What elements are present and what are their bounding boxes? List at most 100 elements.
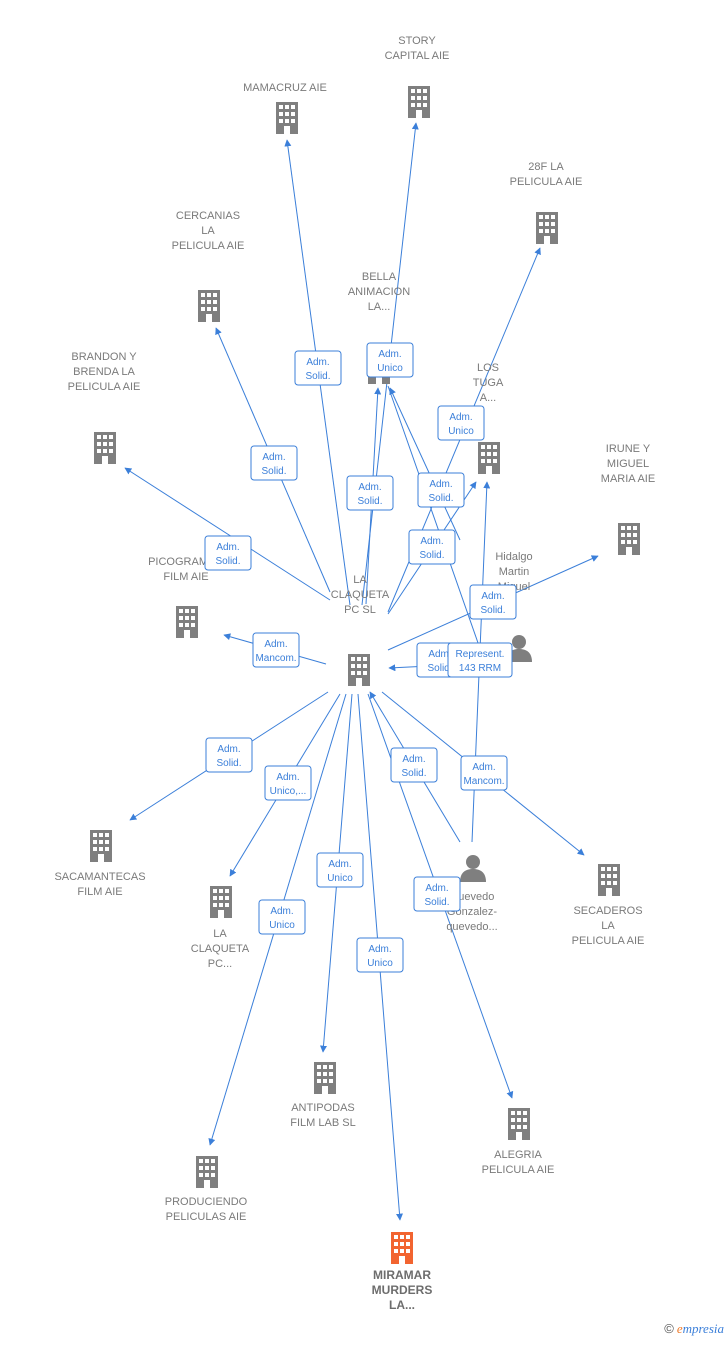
- node-label-line: CAPITAL AIE: [385, 50, 450, 62]
- node-label-line: quevedo...: [446, 921, 497, 933]
- node-label-line: SACAMANTECAS: [54, 871, 145, 883]
- node-miramar[interactable]: MIRAMARMURDERSLA...: [372, 1232, 433, 1312]
- relation-label-line: Solid.: [215, 556, 240, 567]
- relation-label-line: Mancom.: [463, 776, 504, 787]
- relation-box: [346, 475, 394, 511]
- building-icon: [198, 290, 220, 322]
- node-label-line: PELICULAS AIE: [166, 1211, 247, 1223]
- relation-r-irune[interactable]: Adm.Solid.: [469, 584, 517, 620]
- node-produciendo[interactable]: PRODUCIENDO PELICULAS AIE: [165, 1156, 248, 1223]
- node-label-line: MARIA AIE: [601, 473, 655, 485]
- node-label-line: ANTIPODAS: [291, 1102, 355, 1114]
- relation-label-line: Adm.: [306, 357, 329, 368]
- empresia-logo[interactable]: ©empresia: [664, 1321, 724, 1337]
- node-label-line: Martin: [499, 566, 530, 578]
- relation-label-line: Adm.: [216, 542, 239, 553]
- node-label-line: 28F LA: [528, 161, 564, 173]
- node-label-line: PRODUCIENDO: [165, 1196, 248, 1208]
- relation-r-hidalgo-rep[interactable]: Represent.143 RRM: [447, 642, 513, 678]
- relation-label-line: Adm.: [262, 452, 285, 463]
- relation-label-line: Solid.: [424, 897, 449, 908]
- node-label-line: PC SL: [344, 604, 376, 616]
- relation-box: [390, 747, 438, 783]
- node-label-line: SECADEROS: [573, 905, 642, 917]
- relation-label-line: Adm.: [378, 349, 401, 360]
- relation-r-secaderos[interactable]: Adm. Mancom.: [460, 755, 508, 791]
- relation-label-line: 143 RRM: [459, 663, 501, 674]
- node-mamacruz[interactable]: MAMACRUZ AIE: [243, 82, 327, 134]
- building-icon: [176, 606, 198, 638]
- node-label-line: PELICULA AIE: [510, 176, 583, 188]
- node-label-line: ALEGRIA: [494, 1149, 542, 1161]
- relation-box: [413, 876, 461, 912]
- relation-r-alegria[interactable]: Adm.Solid.: [413, 876, 461, 912]
- relation-label-line: Solid.: [261, 466, 286, 477]
- node-label-line: PC...: [208, 958, 232, 970]
- copyright-icon: ©: [664, 1321, 674, 1336]
- relation-r-brandon[interactable]: Adm. Solid.: [204, 535, 252, 571]
- node-bella[interactable]: BELLAANIMACIONLA...: [348, 271, 410, 384]
- relation-box: [204, 535, 252, 571]
- relation-r-laclaqueta2[interactable]: Adm.Unico,...: [264, 765, 312, 801]
- node-label-line: LA...: [368, 301, 391, 313]
- node-quevedo[interactable]: QuevedoGonzalez-quevedo...: [446, 855, 498, 933]
- relation-label-line: Solid.: [357, 496, 382, 507]
- node-label-line: IRUNE Y: [606, 443, 651, 455]
- relation-box: [252, 632, 300, 668]
- node-label-line: Quevedo: [450, 891, 495, 903]
- relation-label-line: Adm.: [429, 479, 452, 490]
- building-icon: [408, 86, 430, 118]
- node-antipodas[interactable]: ANTIPODAS FILM LAB SL: [290, 1062, 356, 1129]
- relation-r-produciendo[interactable]: Adm.Unico: [258, 899, 306, 935]
- relation-box: [294, 350, 342, 386]
- relation-box: [437, 405, 485, 441]
- relation-r-antipodas[interactable]: Adm.Unico: [316, 852, 364, 888]
- relation-r-lostuga2[interactable]: Adm.Solid.: [408, 529, 456, 565]
- node-label-line: ANIMACION: [348, 286, 410, 298]
- relation-r-bella[interactable]: Adm.Solid.: [346, 475, 394, 511]
- relation-box: [250, 445, 298, 481]
- relation-r-sacamantecas[interactable]: Adm. Solid.: [205, 737, 253, 773]
- relation-label-line: Adm.: [217, 744, 240, 755]
- relation-r-lostuga[interactable]: Adm.Solid.: [417, 472, 465, 508]
- node-label-line: FILM LAB SL: [290, 1117, 355, 1129]
- relation-r-28f[interactable]: Adm. Unico: [437, 405, 485, 441]
- node-laclaqueta2[interactable]: LACLAQUETAPC...: [191, 886, 250, 970]
- node-label-line: TUGA: [473, 377, 504, 389]
- node-28f[interactable]: 28F LA PELICULA AIE: [510, 161, 583, 244]
- node-label-line: CLAQUETA: [191, 943, 250, 955]
- relation-label-line: Solid.: [480, 605, 505, 616]
- building-icon: [598, 864, 620, 896]
- relation-label-line: Adm.: [328, 859, 351, 870]
- relation-label-line: Unico,...: [270, 786, 307, 797]
- relation-r-cercanias[interactable]: Adm. Solid.: [250, 445, 298, 481]
- relation-r-miramar[interactable]: Adm.Unico: [356, 937, 404, 973]
- relation-label-line: Unico: [448, 426, 474, 437]
- relation-box: [417, 472, 465, 508]
- relation-label-line: Solid.: [401, 768, 426, 779]
- relation-label-line: Adm.: [449, 412, 472, 423]
- relation-r-story[interactable]: Adm.Unico: [366, 342, 414, 378]
- node-label-line: LA: [201, 225, 215, 237]
- relation-r-quevedo[interactable]: Adm.Solid.: [390, 747, 438, 783]
- relation-label-line: Adm.: [428, 649, 451, 660]
- brand-initial: e: [676, 1321, 683, 1336]
- relation-r-mamacruz[interactable]: Adm.Solid.: [294, 350, 342, 386]
- node-label-line: MIRAMAR: [373, 1268, 431, 1282]
- relation-box: [258, 899, 306, 935]
- node-label-line: PELICULA AIE: [172, 240, 245, 252]
- relation-label-line: Solid.: [216, 758, 241, 769]
- node-label-line: PELICULA AIE: [68, 381, 141, 393]
- node-lostuga[interactable]: LOSTUGAA...: [473, 362, 504, 474]
- relation-label-line: Adm.: [472, 762, 495, 773]
- building-icon: [478, 442, 500, 474]
- relation-r-picogramos[interactable]: Adm.Mancom.: [252, 632, 300, 668]
